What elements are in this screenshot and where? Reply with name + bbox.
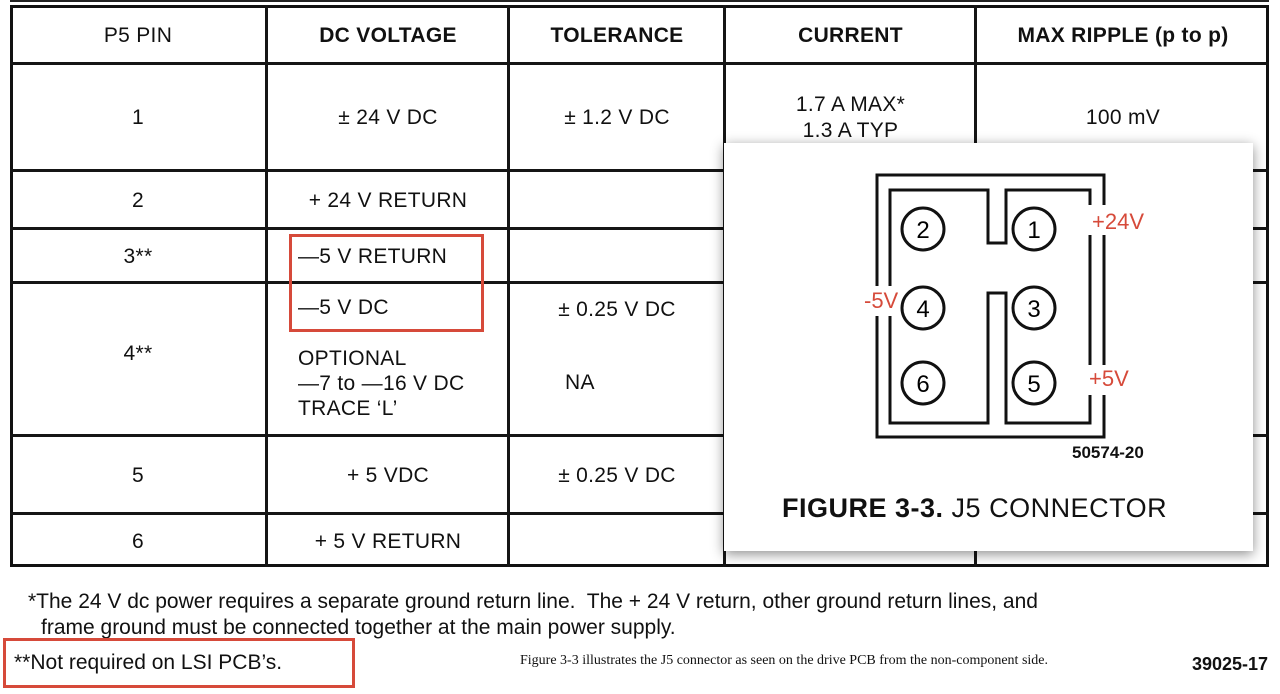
pin-6-label: 6: [916, 371, 929, 398]
highlight-lsi-note-box: [3, 638, 355, 688]
table-row-1-current-max: 1.7 A MAX*: [795, 92, 906, 116]
label-gap-left: [871, 286, 901, 316]
row-divider: [10, 227, 1269, 230]
row-divider: [10, 281, 1269, 284]
highlight-minus5v-box: [289, 234, 484, 332]
pin-5: [1011, 360, 1057, 406]
connector-inner-frame: [888, 188, 1092, 425]
header-max-ripple: MAX RIPPLE (p to p): [1017, 24, 1229, 47]
connector-outer-frame: [875, 173, 1106, 439]
table-row-1-ripple: 100 mV: [1085, 105, 1161, 129]
figure-caption-title: J5 CONNECTOR: [951, 493, 1168, 523]
column-divider: [507, 5, 510, 567]
pin-3-label: 3: [1027, 296, 1040, 323]
header-divider: [10, 62, 1269, 65]
figure-caption: FIGURE 3-3. J5 CONNECTOR: [782, 493, 1167, 524]
pin-5-label: 5: [1027, 371, 1040, 398]
pin-2-label: 2: [916, 217, 929, 244]
table-row-4-optional-label: OPTIONAL: [298, 347, 407, 370]
figure-description-note: Figure 3-3 illustrates the J5 connector …: [520, 653, 1049, 668]
table-row-5-voltage: + 5 VDC: [346, 463, 430, 487]
table-top-rule: [10, 0, 1269, 2]
table-row-4-tolerance: ± 0.25 V DC: [558, 297, 676, 321]
table-row-4-voltage: —5 V DC: [298, 295, 389, 319]
table-row-3-pin: 3**: [123, 244, 153, 268]
pin-4: [900, 285, 946, 331]
table-row-3-voltage: —5 V RETURN: [298, 244, 448, 268]
table-row-6-pin: 6: [132, 529, 144, 553]
table-row-1-voltage: ± 24 V DC: [338, 105, 438, 129]
footnote-single-star-line1: *The 24 V dc power requires a separate g…: [28, 590, 1038, 613]
footnote-double-star: **Not required on LSI PCB’s.: [14, 651, 283, 674]
table-row-1-tolerance: ± 1.2 V DC: [564, 105, 670, 129]
footnote-single-star-line2: frame ground must be connected together …: [41, 616, 676, 639]
power-spec-table: [10, 5, 1269, 567]
table-row-4-optional-range: —7 to —16 V DC: [298, 372, 465, 395]
table-row-2-voltage: + 24 V RETURN: [308, 188, 468, 212]
table-row-4-optional-trace: TRACE ‘L’: [298, 397, 398, 420]
header-tolerance: TOLERANCE: [550, 24, 684, 47]
pin-6: [900, 360, 946, 406]
annotation-plus24v: +24V: [1092, 209, 1144, 234]
label-gap-bottom: [1080, 365, 1110, 395]
pin-1-label: 1: [1027, 217, 1040, 244]
pin-1: [1011, 206, 1057, 252]
table-row-4-pin: 4**: [123, 342, 153, 365]
table-row-5-pin: 5: [132, 463, 144, 487]
table-row-6-voltage: + 5 V RETURN: [314, 529, 462, 553]
row-divider: [10, 512, 1269, 515]
figure-caption-number: FIGURE 3-3.: [782, 493, 944, 523]
pin-2: [900, 206, 946, 252]
figure-j5-connector: 2 1 4 3 6 5 +24V -5V +5V 50574-20 FIGURE…: [724, 143, 1253, 551]
column-divider: [265, 5, 268, 567]
drawing-number: 50574-20: [1072, 443, 1144, 462]
annotation-minus5v: -5V: [864, 288, 899, 313]
header-p5-pin: P5 PIN: [103, 24, 173, 47]
pin-3: [1011, 285, 1057, 331]
table-row-1-pin: 1: [132, 105, 144, 129]
row-divider: [10, 434, 1269, 437]
table-row-1-current-typ: 1.3 A TYP: [802, 118, 899, 142]
header-dc-voltage: DC VOLTAGE: [319, 24, 457, 47]
table-row-2-pin: 2: [132, 188, 144, 212]
label-gap-top: [1080, 205, 1110, 235]
table-row-4-optional-tolerance: NA: [565, 371, 595, 394]
j5-connector-diagram: 2 1 4 3 6 5: [871, 173, 1110, 439]
header-current: CURRENT: [798, 24, 903, 47]
document-id: 39025-17: [1192, 654, 1269, 674]
table-row-5-tolerance: ± 0.25 V DC: [558, 463, 676, 487]
pin-4-label: 4: [916, 296, 929, 323]
annotation-plus5v: +5V: [1089, 366, 1129, 391]
row-divider: [10, 169, 1269, 172]
